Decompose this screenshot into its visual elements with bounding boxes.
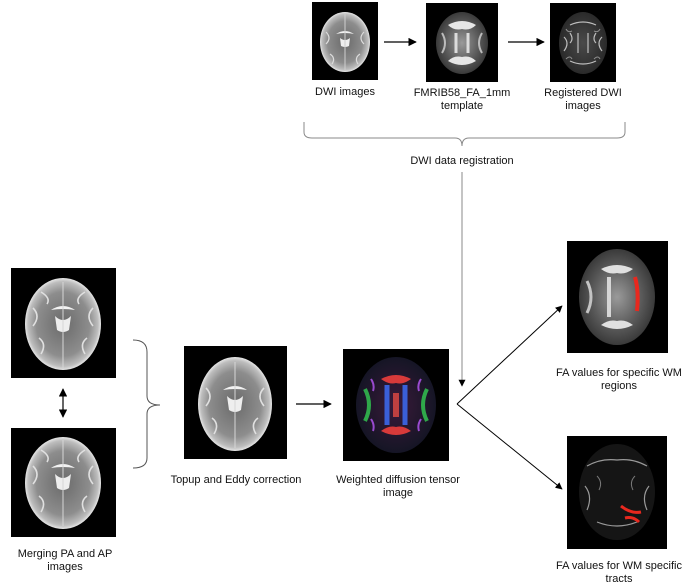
tracts-image-panel [567, 436, 667, 549]
regions-brain-icon [579, 249, 655, 345]
tract-highlight-region [633, 276, 640, 312]
tracts-label: FA values for WM specific tracts [556, 560, 682, 585]
ap-brain-icon [25, 437, 101, 529]
regions-image-panel [567, 241, 668, 353]
template-image-panel [426, 3, 498, 82]
tract-highlight-tract [620, 504, 642, 524]
merge-bracket [132, 339, 161, 469]
fa-template-icon [436, 12, 488, 74]
merging-label: Merging PA and AP images [17, 548, 113, 573]
tracts-brain-icon [579, 444, 655, 540]
dwi-images-label: DWI images [315, 86, 375, 98]
topup-label: Topup and Eddy correction [170, 474, 302, 486]
dwi-image-panel [312, 2, 378, 80]
ap-image-panel [11, 428, 116, 537]
arrow-tensor-to-tracts [456, 403, 563, 490]
arrow-tensor-to-regions [456, 305, 563, 405]
registered-brain-icon [559, 12, 607, 74]
brain-slice-icon [320, 12, 370, 72]
pa-brain-icon [25, 278, 101, 370]
topup-image-panel [184, 346, 287, 459]
tensor-brain-icon [356, 357, 436, 453]
regions-label: FA values for specific WM regions [556, 367, 682, 392]
pa-image-panel [11, 268, 116, 378]
tensor-image-panel [343, 349, 449, 461]
topup-brain-icon [198, 357, 272, 451]
template-label: FMRIB58_FA_1mm template [413, 87, 511, 112]
registered-image-panel [550, 3, 616, 82]
tensor-label: Weighted diffusion tensor image [336, 474, 460, 499]
registered-label: Registered DWI images [544, 87, 622, 112]
registration-bracket [303, 122, 626, 147]
registration-label: DWI data registration [410, 155, 514, 167]
